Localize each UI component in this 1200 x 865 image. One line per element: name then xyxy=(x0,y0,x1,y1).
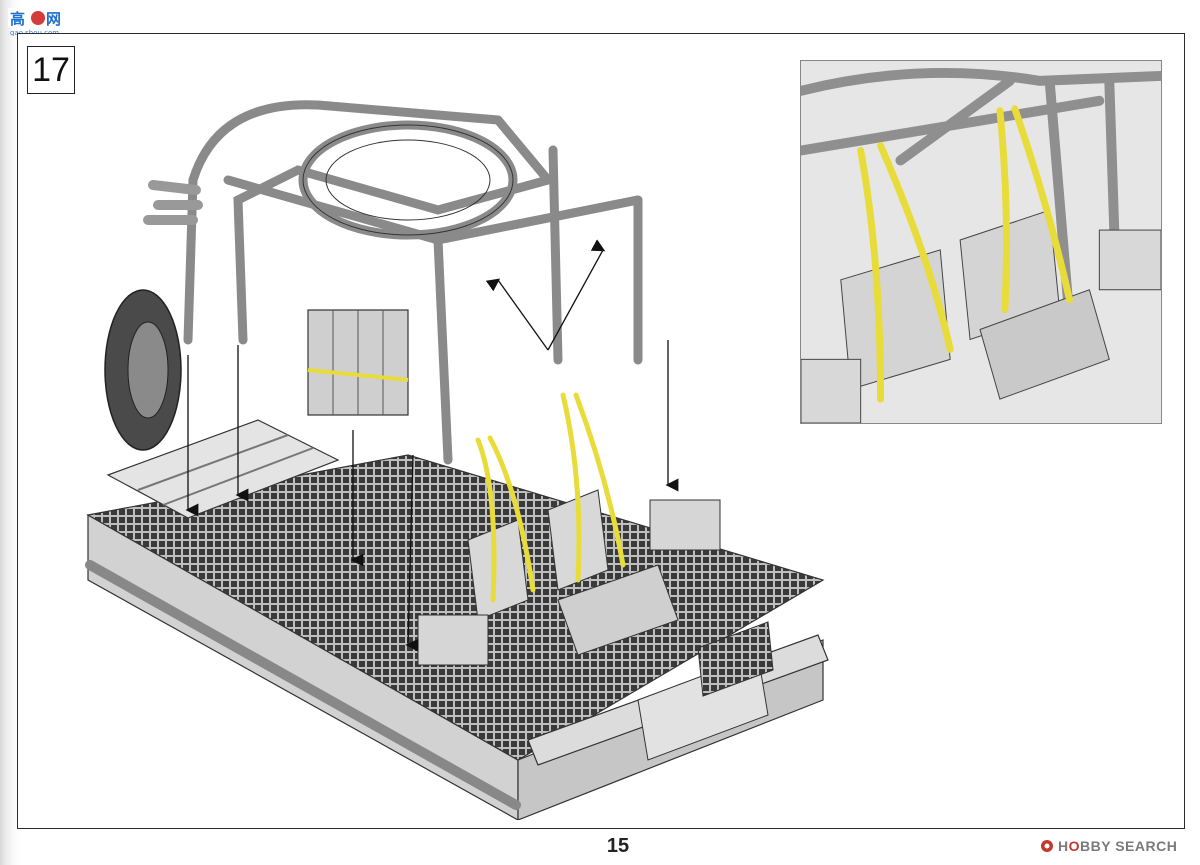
roll-cage xyxy=(183,100,643,465)
inset-boxes xyxy=(801,229,1161,423)
detail-inset xyxy=(800,60,1162,424)
brand-prefix: H xyxy=(1058,838,1069,854)
roll-cage-outline xyxy=(302,124,514,236)
inset-seats xyxy=(840,209,1110,400)
svg-text:高: 高 xyxy=(10,10,25,28)
mesh-deck xyxy=(86,454,825,761)
assembly-arrows xyxy=(185,239,679,652)
harness-straps xyxy=(475,392,626,603)
page-number: 15 xyxy=(606,835,630,857)
svg-text:gao.shou.com: gao.shou.com xyxy=(10,29,59,36)
front-plate xyxy=(527,621,829,766)
step-number: 17 xyxy=(27,46,75,94)
spare-tire xyxy=(104,289,182,451)
jerry-cans xyxy=(307,309,409,416)
hobby-search-brand: HOBBY SEARCH xyxy=(1040,837,1177,855)
brand-logo-icon xyxy=(1041,840,1053,852)
assembly-illustration xyxy=(85,100,829,820)
watermark-logo: 高 网 gao.shou.com xyxy=(8,8,72,36)
ammo-boxes xyxy=(417,499,721,666)
svg-text:网: 网 xyxy=(46,10,61,28)
brand-rest: BBY SEARCH xyxy=(1080,838,1178,854)
brand-accent: O xyxy=(1068,838,1081,854)
exhaust-pipes xyxy=(143,180,203,225)
